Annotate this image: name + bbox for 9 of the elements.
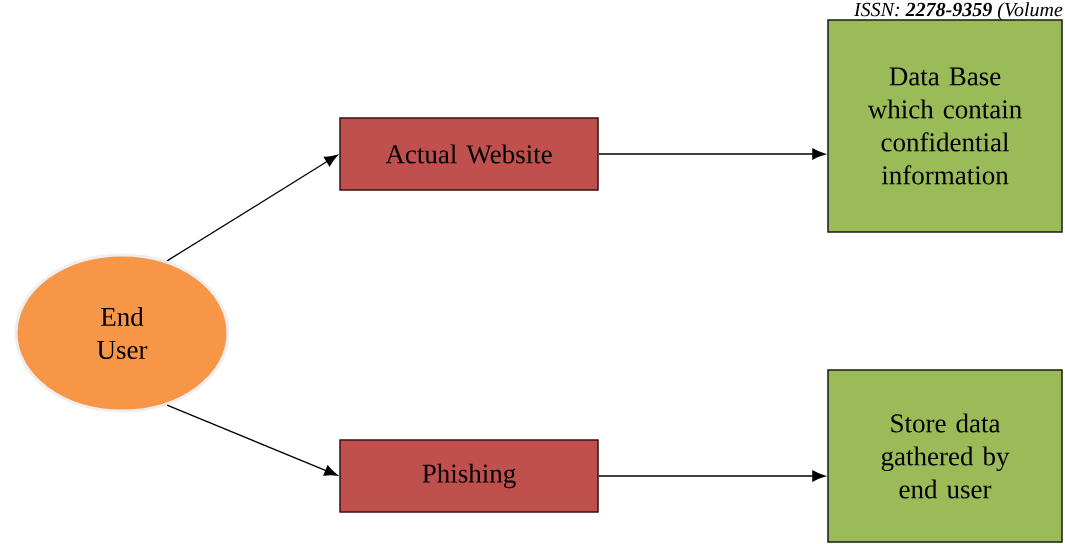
process-box: Phishing [339,439,599,513]
storage-box: Data Base which contain confidential information [827,19,1063,233]
header-text: ISSN: 2278-9359 (Volume [853,2,1063,21]
storage-box: Store data gathered by end user [827,369,1063,543]
process-box: Actual Website [339,117,599,191]
arrow [166,404,338,476]
arrow [166,154,338,262]
arrow [598,470,826,482]
arrow [598,148,826,160]
